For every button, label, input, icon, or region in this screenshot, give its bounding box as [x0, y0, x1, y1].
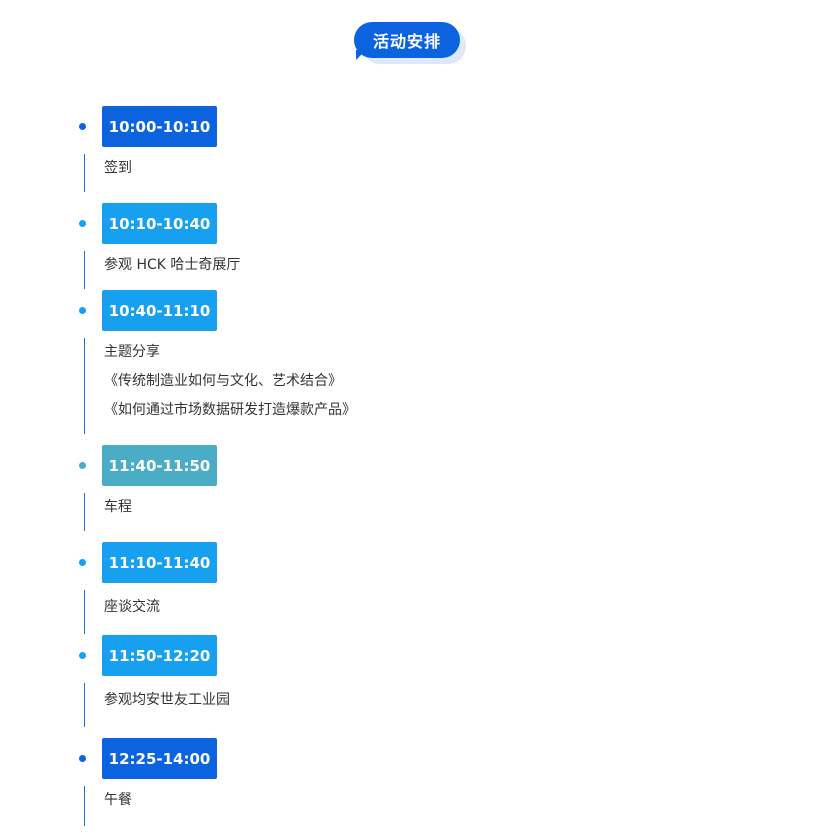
- activity-description: 主题分享 《传统制造业如何与文化、艺术结合》 《如何通过市场数据研发打造爆款产品…: [104, 338, 356, 425]
- activity-line: 签到: [104, 160, 132, 176]
- activity-description: 参观均安世友工业园: [104, 686, 230, 715]
- time-badge: 10:40-11:10: [102, 290, 217, 331]
- timeline-dot: [79, 123, 86, 130]
- activity-description: 座谈交流: [104, 593, 160, 622]
- bubble-tail: [356, 50, 366, 60]
- section-title: 活动安排: [354, 22, 460, 58]
- timeline-dot: [79, 652, 86, 659]
- activity-description: 午餐: [104, 786, 132, 815]
- activity-description: 车程: [104, 493, 132, 522]
- timeline-line: [84, 590, 85, 634]
- time-badge: 10:00-10:10: [102, 106, 217, 147]
- timeline-dot: [79, 462, 86, 469]
- time-badge: 10:10-10:40: [102, 203, 217, 244]
- time-badge: 11:40-11:50: [102, 445, 217, 486]
- activity-line: 主题分享: [104, 344, 160, 360]
- activity-description: 参观 HCK 哈士奇展厅: [104, 251, 240, 280]
- timeline-dot: [79, 559, 86, 566]
- activity-line: 车程: [104, 499, 132, 515]
- timeline-line: [84, 683, 85, 727]
- time-badge: 11:10-11:40: [102, 542, 217, 583]
- activity-description: 签到: [104, 154, 132, 183]
- time-badge: 12:25-14:00: [102, 738, 217, 779]
- timeline-line: [84, 786, 85, 826]
- timeline-line: [84, 251, 85, 289]
- timeline-line: [84, 493, 85, 531]
- activity-line: 参观均安世友工业园: [104, 692, 230, 708]
- timeline-dot: [79, 755, 86, 762]
- activity-line: 座谈交流: [104, 599, 160, 615]
- section-header: 活动安排: [354, 22, 466, 66]
- timeline-dot: [79, 220, 86, 227]
- timeline-line: [84, 154, 85, 192]
- timeline-dot: [79, 307, 86, 314]
- activity-line: 《如何通过市场数据研发打造爆款产品》: [104, 402, 356, 418]
- timeline-line: [84, 338, 85, 434]
- activity-line: 午餐: [104, 792, 132, 808]
- time-badge: 11:50-12:20: [102, 635, 217, 676]
- activity-line: 《传统制造业如何与文化、艺术结合》: [104, 373, 342, 389]
- activity-line: 参观 HCK 哈士奇展厅: [104, 257, 241, 273]
